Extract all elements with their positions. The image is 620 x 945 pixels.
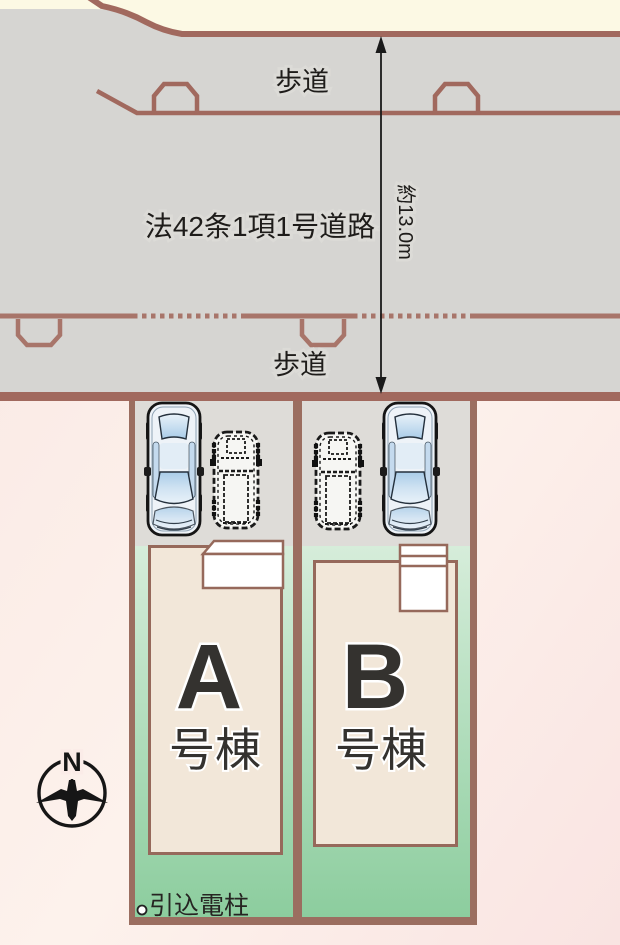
- car-outline-icon: [210, 432, 262, 528]
- building-a: [148, 545, 283, 855]
- road-edge-top-line: [87, 0, 620, 37]
- road-name-label: 法42条1項1号道路: [145, 211, 375, 242]
- sidewalk-edge-top-line: [95, 89, 620, 116]
- building-a-letter: A: [176, 626, 242, 728]
- width-label: 約13.0m: [394, 184, 417, 260]
- compass-bird: [36, 780, 108, 821]
- building-b-letter: B: [342, 626, 408, 728]
- driveway-cut-icon: [15, 319, 63, 348]
- road-edge-bottom-line: [0, 392, 620, 401]
- plot-borders: [129, 401, 477, 925]
- car-sedan-icon: [378, 401, 442, 537]
- plot-b: B 号棟: [302, 401, 470, 917]
- driveway-cut-icon: [432, 81, 481, 115]
- driveway-cut-icon: [151, 81, 200, 115]
- north-label: N: [62, 747, 82, 777]
- porch-b: [398, 543, 449, 613]
- width-arrow: [375, 36, 387, 394]
- utility-pole-label: 引込電柱: [149, 892, 249, 920]
- utility-pole-icon: [136, 904, 148, 916]
- car-outline-icon: [312, 433, 364, 529]
- plot-a: A 号棟: [135, 401, 293, 917]
- building-a-suffix: 号棟: [169, 724, 261, 776]
- car-sedan-icon: [142, 401, 206, 537]
- porch-a: [200, 539, 285, 590]
- driveway-cut-icon: [299, 319, 347, 348]
- sidewalk-label-bottom: 歩道: [273, 350, 327, 380]
- building-b-suffix: 号棟: [335, 724, 427, 776]
- compass-icon: N: [36, 744, 108, 828]
- sidewalk-label-top: 歩道: [275, 67, 329, 97]
